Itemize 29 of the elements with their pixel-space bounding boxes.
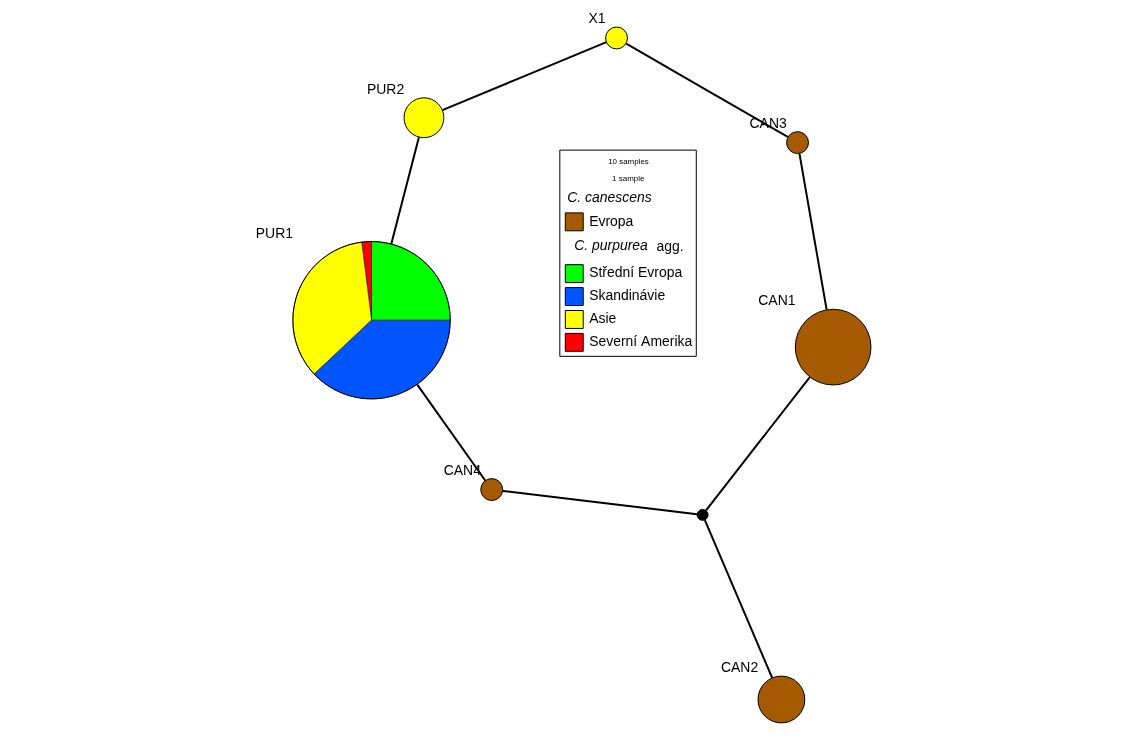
- connector: [389, 136, 420, 245]
- node-label: PUR1: [255, 224, 293, 241]
- legend-label: Střední Evropa: [588, 264, 682, 281]
- node-circle: [757, 675, 805, 724]
- node-circle: [696, 508, 709, 521]
- node-label: CAN2: [720, 659, 758, 676]
- connector: [440, 41, 607, 112]
- legend-label: Asie: [588, 310, 616, 327]
- node-circle: [785, 131, 809, 155]
- connector: [501, 489, 698, 516]
- node-label: PUR2: [366, 81, 404, 98]
- label: 10 samples: [607, 156, 649, 166]
- connector: [624, 42, 789, 138]
- legend-label: Evropa: [588, 212, 633, 229]
- label: C. canescens: [566, 188, 652, 205]
- connector: [797, 152, 828, 311]
- node-circle: [479, 478, 503, 501]
- label: 1 sample: [611, 173, 644, 183]
- node-circle: [403, 97, 444, 139]
- node-label: CAN1: [757, 292, 795, 309]
- node-label: X1: [588, 10, 606, 27]
- label: C. purpurea agg.: [573, 237, 684, 255]
- connector: [704, 376, 811, 512]
- node-circle: [604, 26, 628, 50]
- legend-label: Skandinávie: [588, 287, 665, 304]
- legend-label: Severní Amerika: [588, 333, 692, 350]
- connector: [703, 519, 773, 679]
- connector: [415, 383, 486, 482]
- node-circle: [794, 308, 871, 386]
